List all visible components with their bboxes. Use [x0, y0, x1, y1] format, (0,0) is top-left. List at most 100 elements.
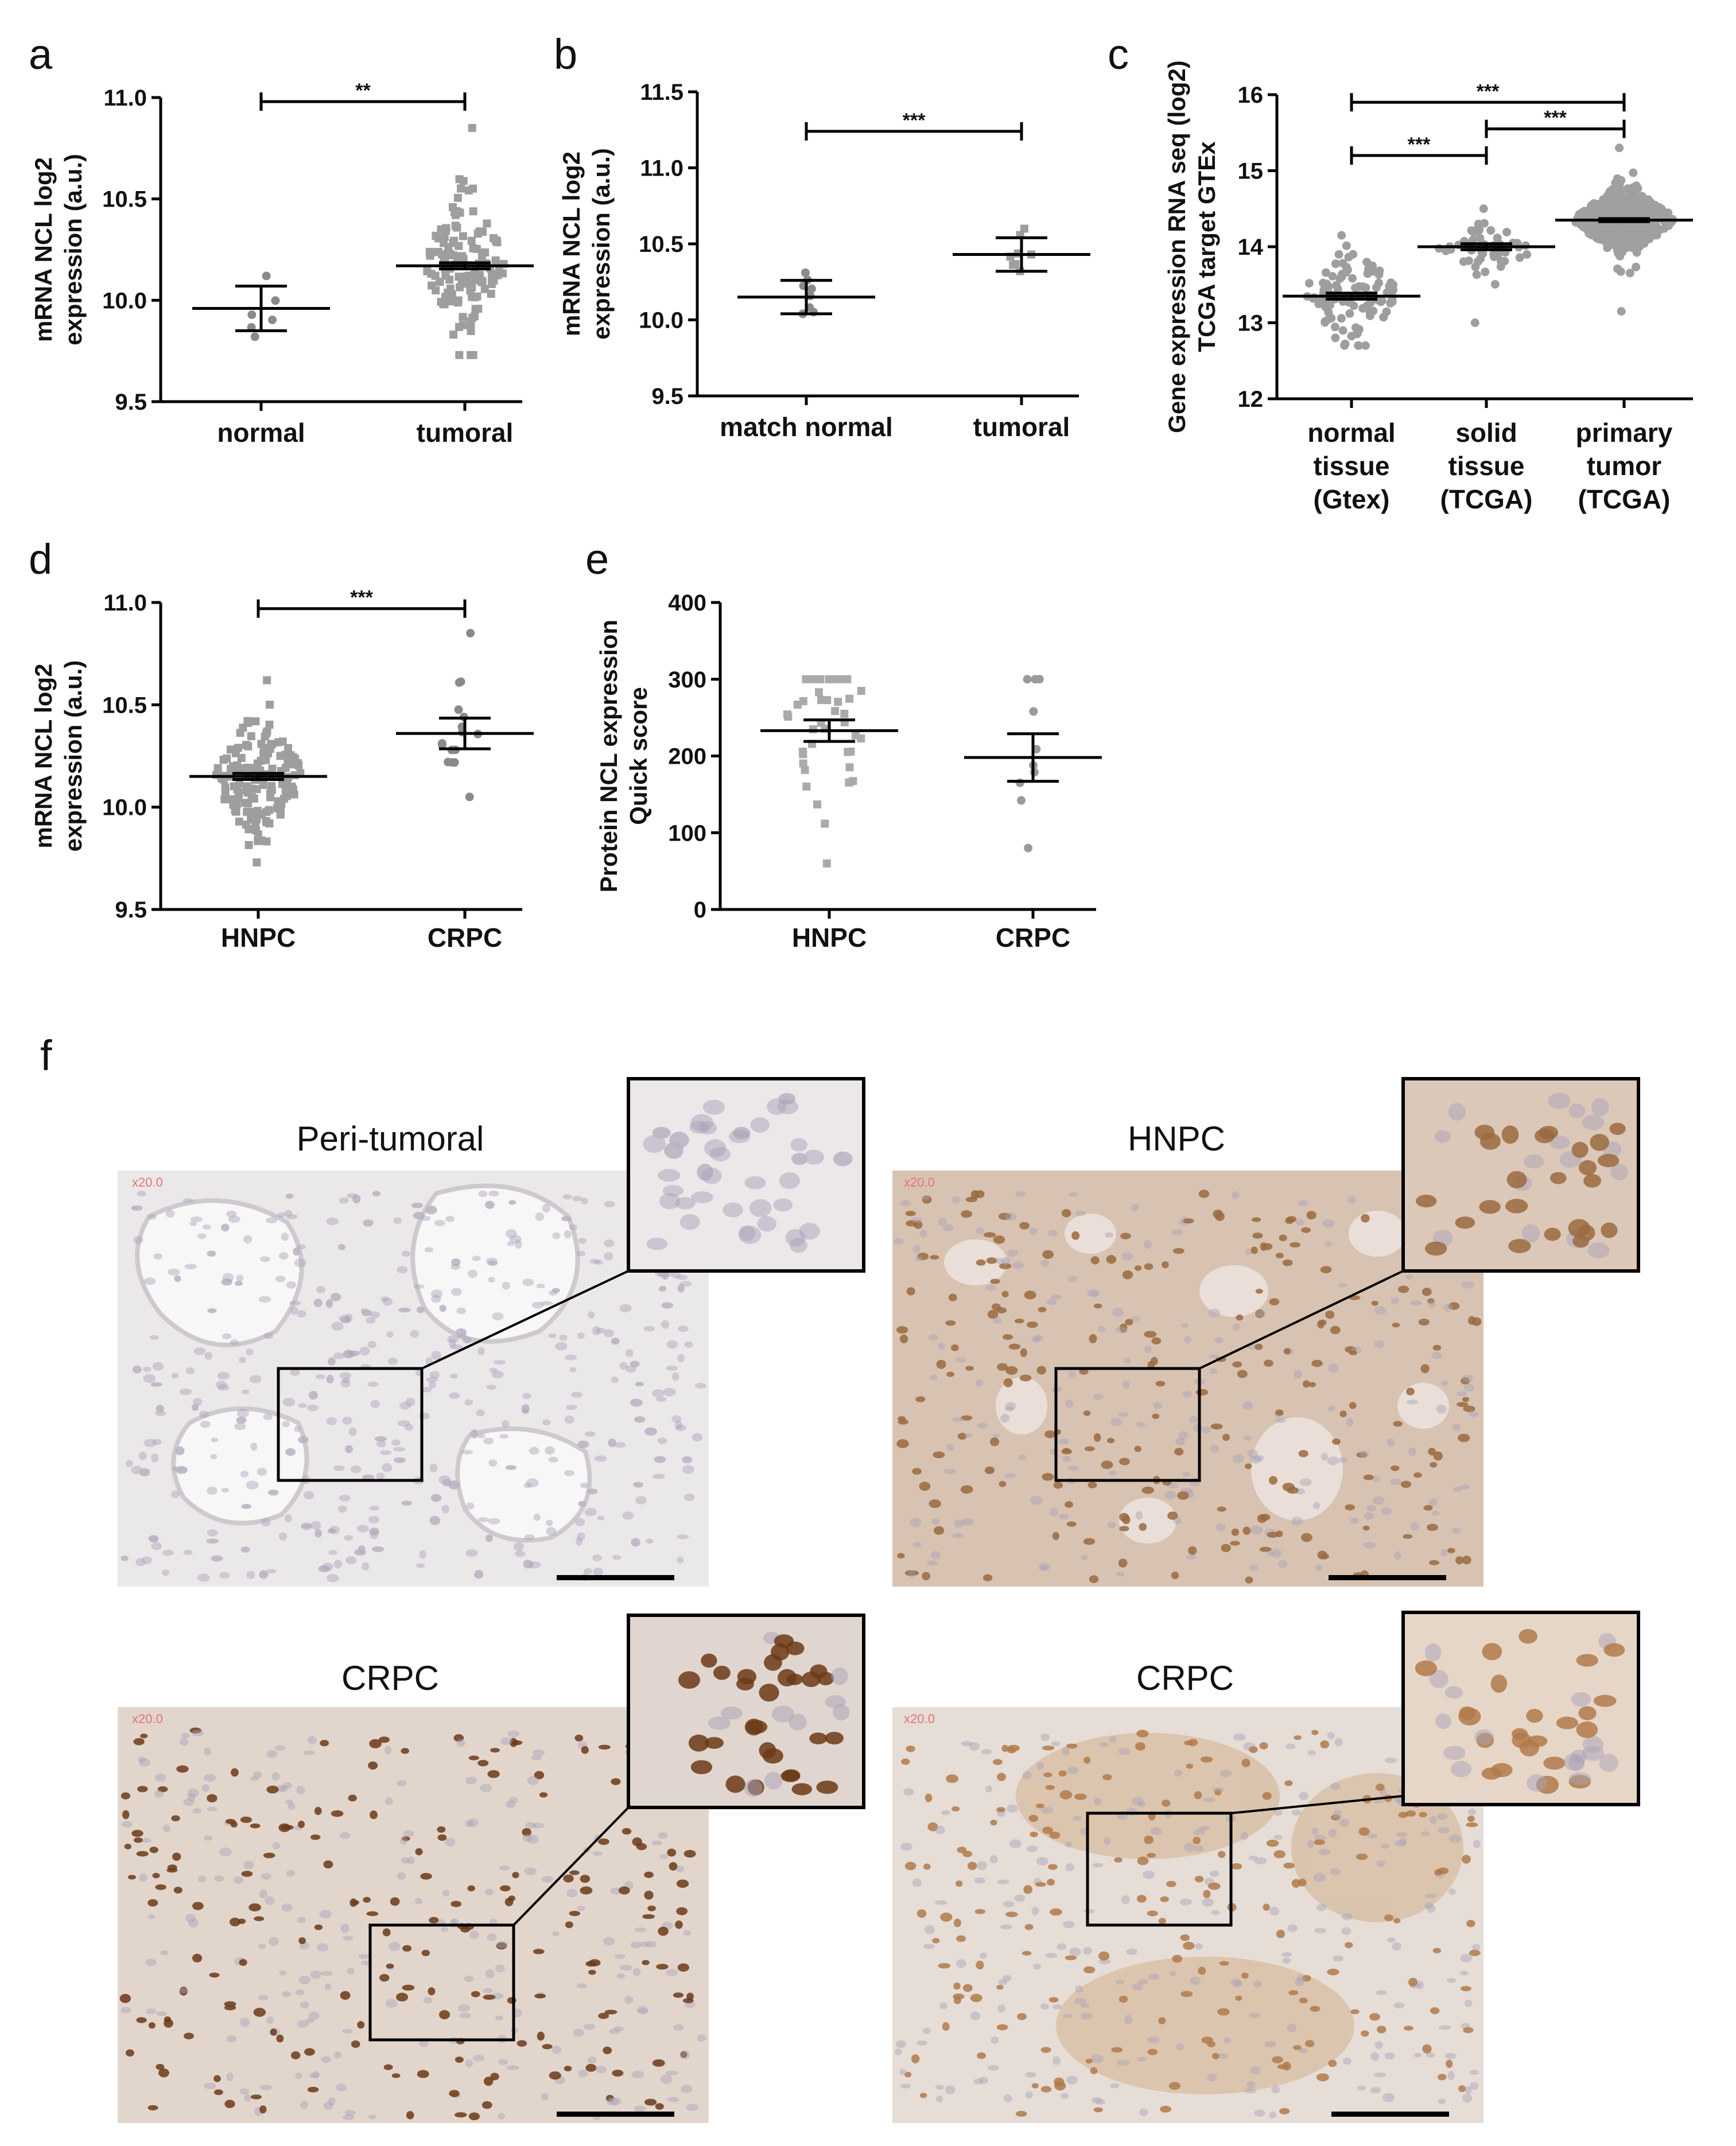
cell-nucleus [1005, 1212, 1017, 1221]
cell-nucleus [825, 1732, 844, 1745]
data-point [261, 732, 269, 741]
significance-label: *** [1544, 107, 1567, 129]
cell-nucleus [1195, 1943, 1203, 1950]
data-point [793, 701, 802, 709]
cell-nucleus [1097, 1325, 1106, 1333]
cell-nucleus [342, 2114, 355, 2120]
cell-nucleus [1424, 1902, 1434, 1909]
cell-nucleus [286, 1869, 296, 1877]
cell-nucleus [1376, 1990, 1387, 1996]
cell-nucleus [206, 1538, 219, 1544]
cell-nucleus [1241, 1759, 1250, 1767]
cell-nucleus [1479, 1200, 1501, 1214]
cell-nucleus [1114, 1857, 1123, 1863]
cell-nucleus [193, 1398, 203, 1406]
cell-nucleus [297, 1821, 305, 1828]
cell-nucleus [1467, 1809, 1476, 1816]
cell-nucleus [803, 1149, 824, 1165]
cell-nucleus [904, 2071, 912, 2078]
cell-nucleus [644, 1427, 657, 1436]
cell-nucleus [234, 1281, 243, 1286]
data-point [1347, 332, 1356, 341]
cell-nucleus [283, 1210, 293, 1217]
data-point [1633, 184, 1642, 193]
data-point [259, 780, 267, 789]
cell-nucleus [962, 1850, 973, 1857]
cell-nucleus [164, 2016, 172, 2023]
cell-nucleus [1325, 1310, 1335, 1319]
cell-nucleus [935, 2096, 943, 2103]
cell-nucleus [1298, 1200, 1308, 1206]
cell-nucleus [1217, 1850, 1226, 1858]
cell-nucleus [285, 1514, 292, 1523]
cell-nucleus [483, 1988, 493, 1993]
data-point [213, 764, 222, 772]
cell-nucleus [1394, 1551, 1401, 1560]
cell-nucleus [1061, 1209, 1071, 1218]
data-point [834, 698, 842, 706]
data-point [469, 184, 477, 193]
cell-nucleus [305, 2017, 314, 2024]
cell-nucleus [1384, 1914, 1394, 1922]
cell-nucleus [342, 2028, 353, 2034]
cell-nucleus [789, 1237, 807, 1253]
data-point [1354, 341, 1363, 350]
cell-nucleus [174, 1275, 181, 1282]
cell-nucleus [1320, 1740, 1330, 1748]
data-point [468, 283, 476, 292]
cell-nucleus [496, 1941, 508, 1949]
cell-nucleus [764, 1772, 783, 1790]
cell-nucleus [1599, 1754, 1619, 1772]
cell-nucleus [1370, 2052, 1380, 2061]
cell-nucleus [480, 1783, 492, 1793]
cell-nucleus [1432, 1344, 1442, 1351]
cell-nucleus [931, 1518, 940, 1525]
cell-nucleus [282, 1398, 296, 1407]
cell-nucleus [213, 1875, 225, 1882]
cell-nucleus [183, 1549, 193, 1555]
cell-nucleus [644, 2098, 657, 2106]
cell-nucleus [472, 1255, 481, 1261]
cell-nucleus [345, 1445, 353, 1453]
cell-nucleus [155, 1410, 166, 1417]
data-point [227, 765, 235, 773]
cell-nucleus [1457, 1391, 1467, 1397]
cell-nucleus [691, 1191, 713, 1203]
cell-nucleus [1424, 1643, 1442, 1662]
cell-nucleus [1134, 1265, 1142, 1271]
cell-nucleus [1075, 1985, 1083, 1993]
cell-nucleus [456, 1739, 465, 1747]
cell-nucleus [1568, 1219, 1590, 1238]
data-point [1024, 843, 1033, 853]
cell-nucleus [414, 1898, 423, 1904]
cell-nucleus [499, 1865, 510, 1871]
cell-nucleus [242, 1389, 250, 1395]
micrograph-title: CRPC [1136, 1659, 1234, 1697]
cell-nucleus [1031, 1906, 1039, 1916]
cell-nucleus [672, 1372, 679, 1381]
y-tick-label: 9.5 [115, 897, 147, 923]
cell-nucleus [624, 1996, 634, 2004]
cell-nucleus [1147, 1910, 1158, 1916]
cell-nucleus [1004, 1473, 1016, 1478]
cell-nucleus [176, 1765, 189, 1773]
cell-nucleus [221, 1487, 230, 1493]
data-point [844, 748, 852, 756]
cell-nucleus [323, 2101, 333, 2110]
cell-nucleus [1035, 1803, 1044, 1809]
cell-nucleus [950, 1344, 959, 1351]
data-point [1342, 241, 1351, 250]
cell-nucleus [1254, 2109, 1265, 2117]
cell-nucleus [1463, 1405, 1475, 1412]
cell-nucleus [153, 1253, 162, 1260]
cell-nucleus [1508, 1239, 1531, 1253]
cell-nucleus [209, 1972, 220, 1978]
cell-nucleus [580, 1482, 588, 1488]
cell-nucleus [614, 1442, 626, 1448]
cell-nucleus [619, 1362, 628, 1370]
x-category-label: CRPC [996, 923, 1070, 953]
cell-nucleus [1345, 1504, 1356, 1511]
cell-nucleus [266, 1569, 277, 1574]
cell-nucleus [1083, 1410, 1091, 1416]
